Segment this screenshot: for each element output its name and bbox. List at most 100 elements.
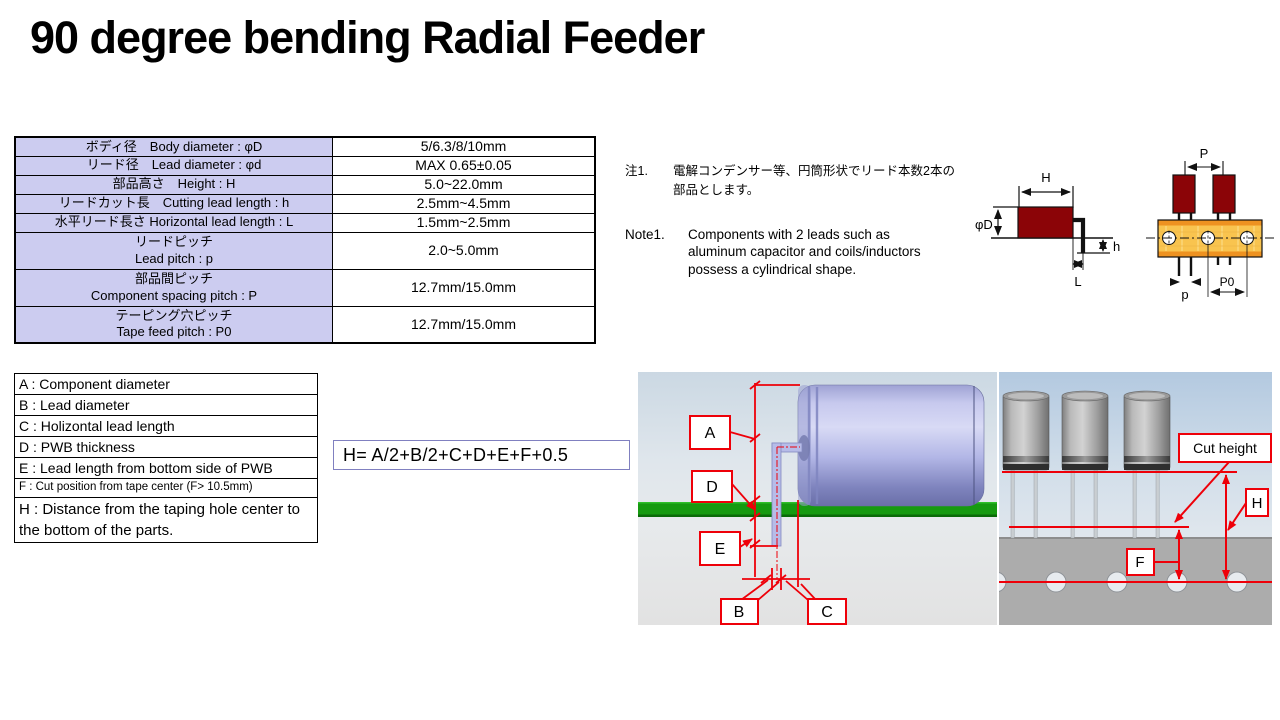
spec-label: リード径 Lead diameter : φd — [14, 155, 333, 176]
lead-edge-lines — [771, 568, 782, 590]
component-2 — [1212, 174, 1236, 214]
label-A: A — [705, 425, 716, 442]
spec-value: 1.5mm~2.5mm — [332, 212, 596, 233]
lower-leads — [1177, 257, 1232, 276]
spec-value: 12.7mm/15.0mm — [332, 305, 596, 344]
spec-label: リードピッチ Lead pitch : p — [14, 231, 333, 270]
leader-D — [731, 483, 756, 511]
table-row: ボディ径 Body diameter : φD 5/6.3/8/10mm — [14, 136, 596, 157]
spec-value: 2.5mm~4.5mm — [332, 193, 596, 214]
legend-item-H: H : Distance from the taping hole center… — [14, 497, 318, 543]
note-ja-text: 電解コンデンサー等、円筒形状でリード本数2本の部品とします。 — [673, 164, 955, 197]
table-row: 水平リード長さ Horizontal lead length : L 1.5mm… — [14, 212, 596, 233]
tape-pitch-diagram: P p P0 — [1146, 146, 1274, 302]
spec-value: 5/6.3/8/10mm — [332, 136, 596, 157]
spec-value: 5.0~22.0mm — [332, 174, 596, 195]
table-row: リードカット長 Cutting lead length : h 2.5mm~4.… — [14, 193, 596, 214]
tick-marks — [749, 380, 761, 549]
p-dim-ticks — [1184, 161, 1224, 175]
legend-item-C: C : Holizontal lead length — [14, 415, 318, 437]
table-row: F : Cut position from tape center (F> 10… — [14, 478, 318, 498]
leader-C — [785, 580, 817, 601]
label-E: E — [715, 541, 726, 558]
lead-centerline — [776, 446, 800, 579]
leader-B — [740, 579, 780, 601]
bent-lead-render — [771, 442, 803, 579]
dim-label-h: h — [1113, 239, 1120, 254]
height-formula: H= A/2+B/2+C+D+E+F+0.5 — [333, 440, 630, 470]
label-H: H — [1252, 495, 1263, 512]
cut-height-leader — [1174, 461, 1230, 523]
note-en: Note1. Components with 2 leads such as a… — [625, 226, 961, 279]
page-title: 90 degree bending Radial Feeder — [30, 12, 705, 63]
upper-leads — [1177, 213, 1232, 220]
table-row: テーピング穴ピッチ Tape feed pitch : P0 12.7mm/15… — [14, 305, 596, 344]
dim-label-H: H — [1041, 170, 1050, 185]
dim-label-p: p — [1181, 287, 1188, 302]
legend-item-B: B : Lead diameter — [14, 394, 318, 416]
spec-label-ja: テーピング穴ピッチ — [115, 308, 233, 323]
label-C: C — [821, 604, 833, 621]
h-leader — [1227, 502, 1247, 531]
photo-tape-view: Cut height H F — [999, 372, 1272, 625]
side-view-diagram: H φD h L — [975, 170, 1120, 289]
table-row: C : Holizontal lead length — [14, 415, 318, 437]
dimension-annotations — [999, 461, 1272, 583]
spec-value: 2.0~5.0mm — [332, 231, 596, 270]
spec-label: テーピング穴ピッチ Tape feed pitch : P0 — [14, 305, 333, 344]
spec-label: リードカット長 Cutting lead length : h — [14, 193, 333, 214]
legend-table: A : Component diameter B : Lead diameter… — [14, 373, 318, 543]
dim-label-P: P — [1200, 146, 1209, 161]
p0-extension-lines — [1207, 245, 1248, 297]
table-row: H : Distance from the taping hole center… — [14, 497, 318, 543]
capacitors-render — [1002, 390, 1171, 471]
table-row: リードピッチ Lead pitch : p 2.0~5.0mm — [14, 231, 596, 270]
legend-item-D: D : PWB thickness — [14, 436, 318, 458]
label-F: F — [1135, 554, 1144, 571]
spec-label: 部品間ピッチ Component spacing pitch : P — [14, 268, 333, 307]
table-row: リード径 Lead diameter : φd MAX 0.65±0.05 — [14, 155, 596, 176]
dim-label-phiD: φD — [975, 217, 993, 232]
label-boxes: A D E B C — [689, 415, 847, 625]
capacitor-render — [797, 384, 985, 507]
table-row: A : Component diameter — [14, 373, 318, 395]
spec-label: ボディ径 Body diameter : φD — [14, 136, 333, 157]
leader-A — [729, 431, 756, 440]
note-ja: 注1. 電解コンデンサー等、円筒形状でリード本数2本の部品とします。 — [625, 162, 961, 200]
dim-label-P0: P0 — [1220, 275, 1235, 289]
spec-label-en: Component spacing pitch : P — [90, 287, 258, 303]
spec-label-en: Tape feed pitch : P0 — [116, 324, 232, 340]
component-body-side — [1017, 206, 1074, 239]
note-en-label: Note1. — [625, 226, 665, 242]
label-B: B — [734, 604, 745, 621]
legend-item-F: F : Cut position from tape center (F> 10… — [14, 478, 318, 498]
legend-item-A: A : Component diameter — [14, 373, 318, 395]
spec-table: ボディ径 Body diameter : φD 5/6.3/8/10mm リード… — [14, 136, 596, 344]
note-ja-label: 注1. — [625, 164, 648, 178]
table-row: 部品高さ Height : H 5.0~22.0mm — [14, 174, 596, 195]
dimension-annotations — [729, 380, 817, 601]
component-1 — [1172, 174, 1196, 214]
note-en-text: Components with 2 leads such as aluminum… — [688, 226, 921, 278]
photo-side-view: A D E B C — [638, 372, 997, 625]
h-dim-ticks — [1018, 186, 1074, 208]
spec-label: 部品高さ Height : H — [14, 174, 333, 195]
table-row: D : PWB thickness — [14, 436, 318, 458]
spec-label-ja: リードピッチ — [134, 234, 213, 250]
label-boxes: Cut height H F — [1126, 433, 1272, 576]
label-D: D — [706, 479, 718, 496]
table-row: B : Lead diameter — [14, 394, 318, 416]
legend-item-E: E : Lead length from bottom side of PWB — [14, 457, 318, 479]
bent-lead — [1073, 217, 1086, 253]
label-cut-height: Cut height — [1193, 440, 1257, 456]
spec-label-en: Lead pitch : p — [134, 250, 214, 266]
dim-label-L: L — [1074, 274, 1081, 289]
table-row: E : Lead length from bottom side of PWB — [14, 457, 318, 479]
leader-E — [739, 538, 753, 548]
notes-block: 注1. 電解コンデンサー等、円筒形状でリード本数2本の部品とします。 Note1… — [625, 162, 961, 279]
spec-label-ja: 部品間ピッチ — [134, 271, 213, 287]
table-row: 部品間ピッチ Component spacing pitch : P 12.7m… — [14, 268, 596, 307]
spec-value: 12.7mm/15.0mm — [332, 268, 596, 307]
spec-label: 水平リード長さ Horizontal lead length : L — [14, 212, 333, 233]
